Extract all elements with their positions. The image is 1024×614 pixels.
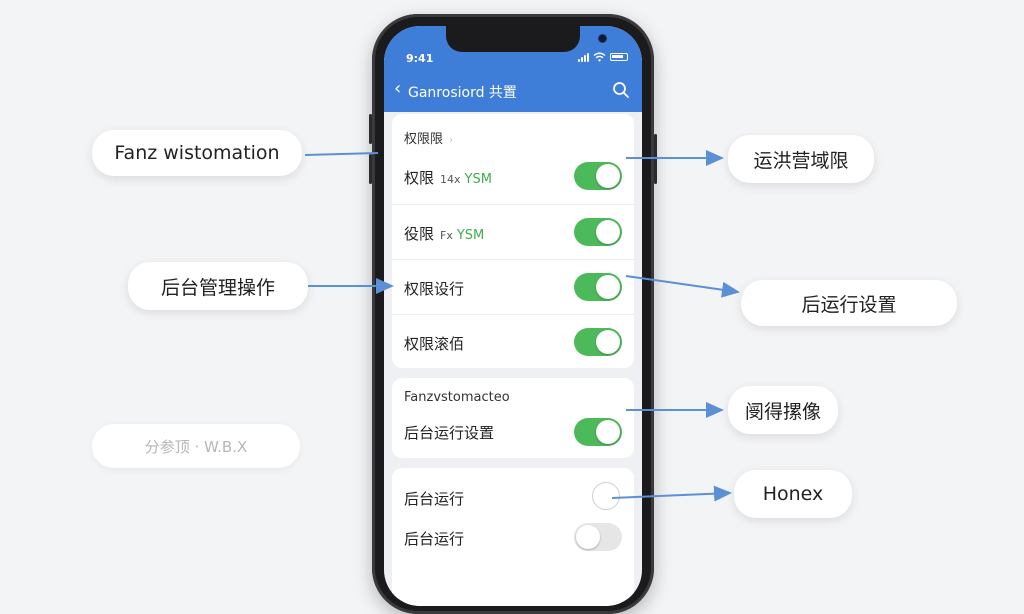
nav-title: Ganrosiord 共置 [408, 85, 517, 101]
settings-row[interactable]: 后台运行 [392, 470, 634, 525]
callout-left-mid-text: 后台管理操作 [160, 276, 275, 299]
background-card-title: Fanzvstomacteo [404, 390, 510, 405]
row-label-tag: YSM [464, 172, 492, 187]
status-time: 9:41 [406, 52, 434, 65]
row-label: 权限滚佰 [404, 335, 465, 353]
toggle-switch[interactable] [574, 328, 622, 356]
volume-up-button [369, 114, 372, 144]
settings-row[interactable]: 权限设行 [392, 259, 634, 315]
power-button [654, 134, 657, 184]
permissions-card-title-text: 权限限 [404, 132, 444, 147]
callout-right-1-text: 运洪营域限 [753, 149, 849, 172]
permissions-card-title: 权限限 › [404, 128, 453, 147]
row-label-main: 权限 [404, 169, 435, 187]
row-label-tag: YSM [456, 228, 485, 243]
row-label: 权限设行 [404, 280, 465, 298]
callout-left-mid: 后台管理操作 [128, 262, 308, 310]
settings-row[interactable]: 后台运行设置 [392, 400, 634, 455]
phone-screen: 9:41 ‹ Ganrosiord 共置 权 [384, 26, 642, 606]
settings-row[interactable]: 后台运行 [392, 510, 634, 565]
callout-right-4: Honex [734, 470, 852, 518]
row-label: 后台运行设置 [404, 424, 495, 442]
arrow-left-top [304, 152, 379, 156]
radio-button[interactable] [592, 482, 620, 510]
row-label-sub: Fx [440, 229, 453, 242]
callout-left-bottom-text: 分参顶 · W.B.X [144, 437, 248, 456]
phone-frame: 9:41 ‹ Ganrosiord 共置 权 [369, 14, 657, 614]
toggle-switch[interactable] [574, 523, 622, 551]
settings-row[interactable]: 权限滚佰 [392, 314, 634, 370]
callout-right-2-text: 后运行设置 [801, 293, 897, 316]
callout-right-3-text: 阌得摞像 [744, 400, 821, 423]
status-icons [578, 52, 628, 62]
callout-left-bottom: 分参顶 · W.B.X [92, 424, 300, 468]
toggle-switch[interactable] [574, 273, 622, 301]
toggle-switch[interactable] [574, 218, 622, 246]
search-icon[interactable] [612, 81, 630, 99]
toggle-switch[interactable] [574, 418, 622, 446]
volume-down-button [369, 154, 372, 184]
battery-icon [610, 53, 628, 61]
run-card: 后台运行 后台运行 [392, 468, 634, 606]
wifi-icon [593, 52, 606, 62]
app-header: 9:41 ‹ Ganrosiord 共置 [384, 26, 642, 112]
notch [446, 26, 606, 52]
callout-right-3: 阌得摞像 [728, 386, 838, 434]
callout-right-1: 运洪营域限 [728, 135, 874, 183]
callout-right-4-text: Honex [762, 483, 824, 505]
background-card: Fanzvstomacteo 后台运行设置 [392, 378, 634, 458]
camera-icon [599, 35, 606, 42]
row-label-sub: 14x [440, 173, 461, 186]
toggle-switch[interactable] [574, 162, 622, 190]
back-chevron-icon[interactable]: ‹ [394, 78, 402, 99]
signal-icon [578, 52, 589, 62]
chevron-right-icon: › [449, 133, 454, 146]
callout-left-top: Fanz wistomation [92, 130, 302, 176]
row-label-main: 役限 [404, 225, 435, 243]
row-label: 后台运行 [404, 530, 465, 548]
row-label: 后台运行 [404, 490, 465, 508]
callout-right-2: 后运行设置 [741, 280, 957, 326]
callout-left-top-text: Fanz wistomation [114, 142, 280, 164]
